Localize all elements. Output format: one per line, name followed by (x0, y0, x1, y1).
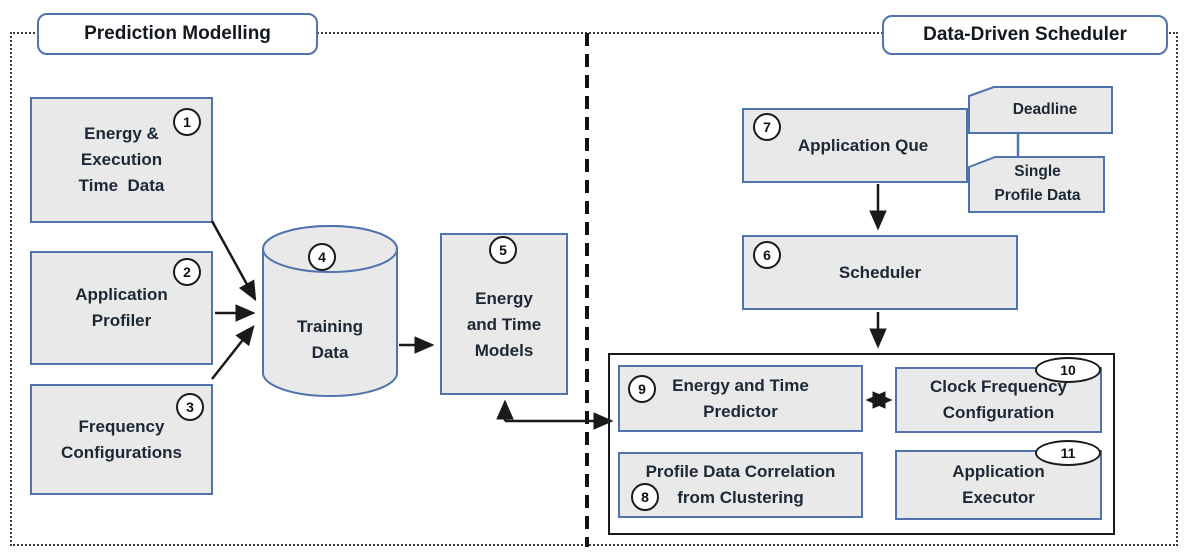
node-label-line: Training (296, 317, 364, 336)
step-badge-7: 7 (753, 113, 781, 141)
single-profile-card-label: Single Profile Data (975, 160, 1100, 208)
step-badge-6: 6 (753, 241, 781, 269)
badge-number: 9 (638, 381, 646, 397)
node-label-line: Configuration (942, 403, 1055, 422)
badge-number: 1 (183, 114, 191, 130)
step-badge-10: 10 (1035, 357, 1101, 383)
section-title-label: Prediction Modelling (84, 23, 271, 44)
node-label-line: Models (474, 341, 534, 360)
node-label-line: Frequency (78, 416, 165, 436)
node-label-line: Time Data (78, 176, 165, 195)
step-badge-9: 9 (628, 375, 656, 403)
badge-number: 4 (318, 249, 326, 265)
step-badge-3: 3 (176, 393, 204, 421)
node-label-line: from Clustering (677, 488, 804, 507)
badge-number: 10 (1060, 362, 1076, 378)
step-badge-4: 4 (308, 243, 336, 271)
badge-number: 2 (183, 264, 191, 280)
badge-number: 8 (641, 489, 649, 505)
node-label-line: Predictor (703, 401, 778, 421)
node-label-line: Application (75, 285, 168, 304)
node-label-line: Configurations (61, 442, 182, 462)
node-label-line: Execution (80, 150, 163, 169)
step-badge-8: 8 (631, 483, 659, 511)
step-badge-11: 11 (1035, 440, 1101, 466)
runtime-modules-container (608, 353, 1115, 535)
node-label-line: Energy & (84, 124, 159, 143)
node-label-line: Energy (475, 289, 533, 308)
diagram-outer-border (10, 32, 1178, 546)
deadline-card-label: Deadline (985, 93, 1105, 127)
node-label-line: Clock Frequency (930, 377, 1067, 396)
node-profile-data-correlation: Profile Data Correlation from Clustering (618, 452, 863, 518)
badge-number: 7 (763, 119, 771, 135)
node-label-line: Energy and Time (672, 375, 809, 395)
node-label-line: Application Que (797, 135, 929, 155)
node-scheduler: Scheduler (742, 235, 1018, 310)
section-title-prediction-modelling: Prediction Modelling (37, 13, 318, 55)
node-application-executor: Application Executor (895, 450, 1102, 520)
node-energy-time-models: Energy and Time Models (440, 233, 568, 395)
badge-number: 11 (1060, 445, 1076, 461)
node-label-line: Profile Data (994, 187, 1081, 204)
node-label-line: and Time (466, 315, 542, 334)
node-energy-execution-time-data: Energy & Execution Time Data (30, 97, 213, 223)
node-label-line: Profile Data Correlation (645, 462, 836, 481)
section-title-label: Data-Driven Scheduler (923, 24, 1127, 45)
step-badge-5: 5 (489, 236, 517, 264)
node-label-line: Executor (962, 488, 1035, 507)
node-energy-time-predictor: Energy and Time Predictor (618, 365, 863, 432)
training-data-label: Training Data (265, 312, 395, 368)
node-label-line: Single (1014, 163, 1061, 180)
step-badge-1: 1 (173, 108, 201, 136)
badge-number: 6 (763, 247, 771, 263)
node-label-line: Scheduler (838, 262, 922, 282)
node-label-line: Profiler (91, 311, 152, 330)
badge-number: 3 (186, 399, 194, 415)
node-label-line: Data (311, 343, 349, 362)
section-title-data-driven-scheduler: Data-Driven Scheduler (882, 15, 1168, 55)
badge-number: 5 (499, 242, 507, 258)
step-badge-2: 2 (173, 258, 201, 286)
node-application-que: Application Que (742, 108, 968, 183)
node-label-line: Deadline (1012, 101, 1078, 118)
node-label-line: Application (952, 462, 1045, 481)
